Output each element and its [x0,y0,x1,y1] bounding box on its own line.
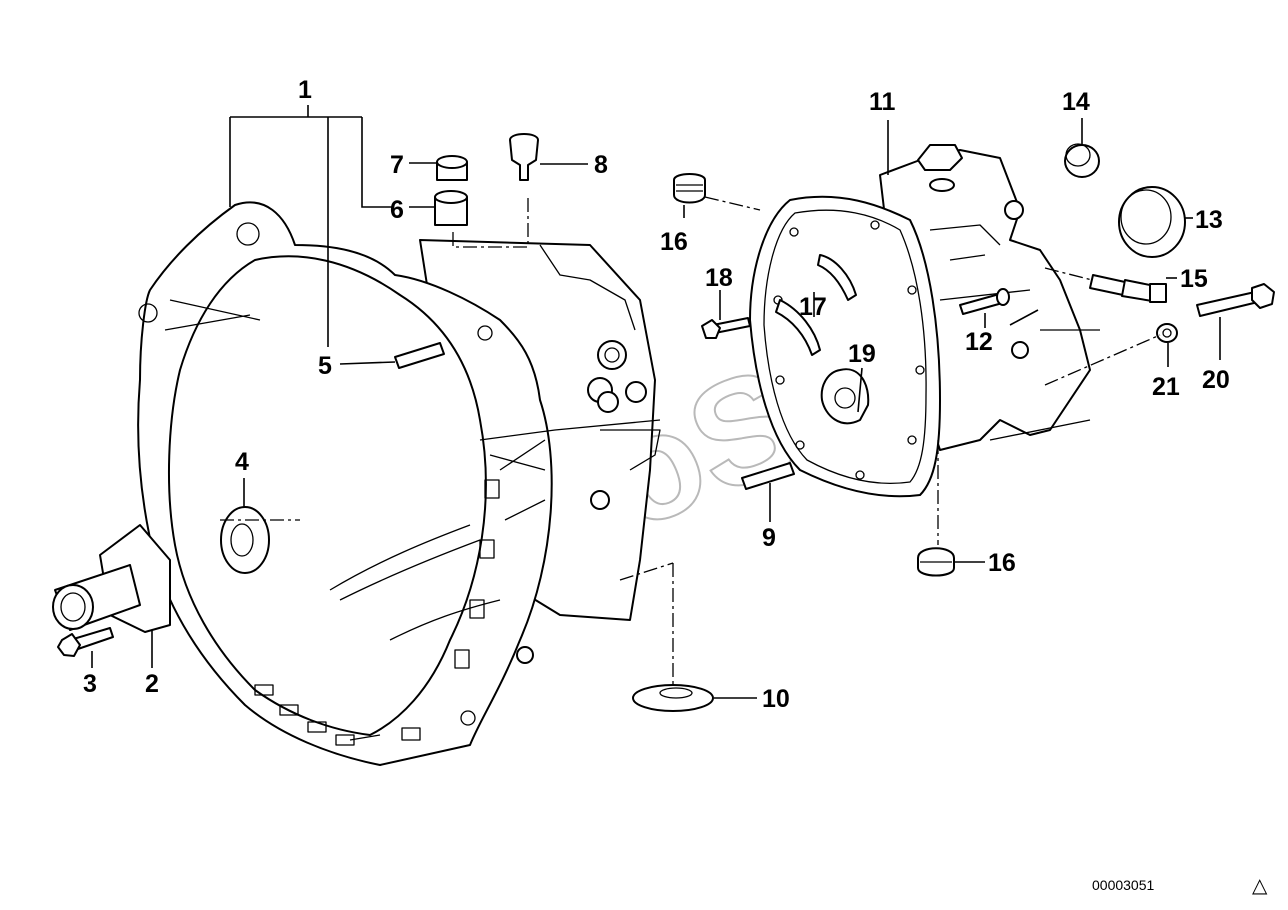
corner-triangle-icon: △ [1252,875,1268,897]
callout-8: 8 [594,151,608,179]
callout-4: 4 [235,448,249,476]
callout-17: 17 [799,293,827,321]
callout-3: 3 [83,670,97,698]
callout-19: 19 [848,340,876,368]
axis-lines [220,195,1161,685]
callout-7: 7 [390,151,404,179]
callout-13: 13 [1195,206,1223,234]
callout-12: 12 [965,328,993,356]
callout-14: 14 [1062,88,1090,116]
callout-18: 18 [705,264,733,292]
callout-5: 5 [318,352,332,380]
leader-lines [91,105,1221,699]
callout-9: 9 [762,524,776,552]
drawing-number: 00003051 [1092,877,1155,893]
callout-6: 6 [390,196,404,224]
callout-21: 21 [1152,373,1180,401]
callout-15: 15 [1180,265,1208,293]
callout-1: 1 [298,76,312,104]
callout-16-top: 16 [660,228,688,256]
callout-20: 20 [1202,366,1230,394]
rear-case-drawing [673,143,1275,577]
callout-2: 2 [145,670,159,698]
bell-housing-drawing [52,133,714,766]
callout-16-bottom: 16 [988,549,1016,577]
callout-11: 11 [869,88,896,116]
callout-labels: 1 2 3 4 5 6 7 8 9 10 11 12 13 14 15 16 1… [83,76,1230,713]
callout-10: 10 [762,685,790,713]
